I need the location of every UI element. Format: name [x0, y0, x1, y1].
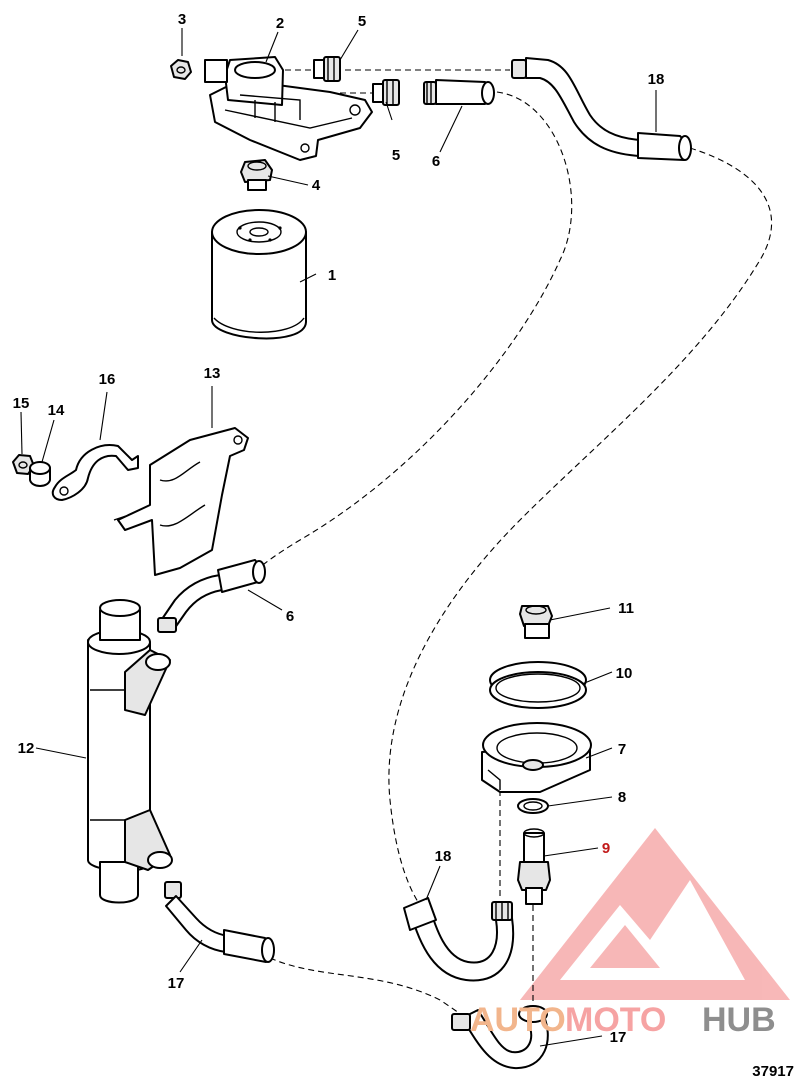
plug-part-11	[519, 605, 553, 639]
callout-16: 16	[99, 371, 116, 388]
hose-part-18-upper	[511, 57, 692, 161]
hose-end-part-6-upper	[423, 79, 495, 105]
watermark-hub: HUB	[702, 1001, 776, 1039]
spacer-part-14	[29, 461, 51, 487]
callout-13: 13	[204, 365, 221, 382]
callout-7: 7	[618, 741, 626, 758]
watermark-text: AUTO MOTO HUB	[470, 1001, 776, 1039]
hose-part-18-lower	[403, 897, 515, 982]
callout-5-upper: 5	[358, 13, 366, 30]
bracket-plate-part-13	[113, 427, 249, 576]
fuel-filter-part-1	[211, 209, 307, 340]
adapter-part-4	[240, 159, 273, 191]
callout-14: 14	[48, 402, 65, 419]
callout-10: 10	[616, 665, 633, 682]
callout-18-lower: 18	[435, 848, 452, 865]
filter-head-part-7	[481, 722, 592, 793]
fuel-line-routes	[254, 69, 773, 1021]
leader-lines	[20, 28, 657, 1047]
clamp-part-16	[51, 444, 139, 501]
fuel-cooler-part-12	[87, 599, 173, 904]
hose-part-6-lower	[157, 559, 266, 633]
callout-9: 9	[602, 840, 610, 857]
hose-part-17-left	[164, 881, 275, 963]
callout-8: 8	[618, 789, 626, 806]
callout-17-right: 17	[610, 1029, 627, 1046]
figure-number: 37917	[752, 1063, 794, 1080]
o-ring-part-10	[489, 661, 587, 709]
callout-5-lower: 5	[392, 147, 400, 164]
fitting-part-5-lower	[372, 79, 400, 106]
callout-2: 2	[276, 15, 284, 32]
fitting-part-5-upper	[313, 56, 341, 82]
fitting-part-9	[517, 828, 551, 905]
callout-11: 11	[618, 600, 634, 617]
callout-6-lower: 6	[286, 608, 294, 625]
hose-part-17-right	[451, 1005, 549, 1070]
watermark-moto: MOTO	[565, 1001, 666, 1039]
o-ring-part-8	[517, 798, 549, 814]
callout-3: 3	[178, 11, 186, 28]
callout-4: 4	[312, 177, 321, 194]
callout-1: 1	[328, 267, 336, 284]
watermark-logo	[520, 828, 790, 1000]
callout-12: 12	[18, 740, 35, 757]
watermark-auto: AUTO	[470, 1001, 566, 1039]
callout-15: 15	[13, 395, 30, 412]
filter-mount-bracket	[204, 56, 373, 161]
callout-6-upper: 6	[432, 153, 440, 170]
nut-part-3	[170, 59, 192, 80]
callout-17-left: 17	[168, 975, 185, 992]
callout-numbers: 3 2 5 5 6 18 4 1 16 13 15 14 6 12 11 10 …	[13, 11, 665, 1046]
callout-18-upper: 18	[648, 71, 665, 88]
